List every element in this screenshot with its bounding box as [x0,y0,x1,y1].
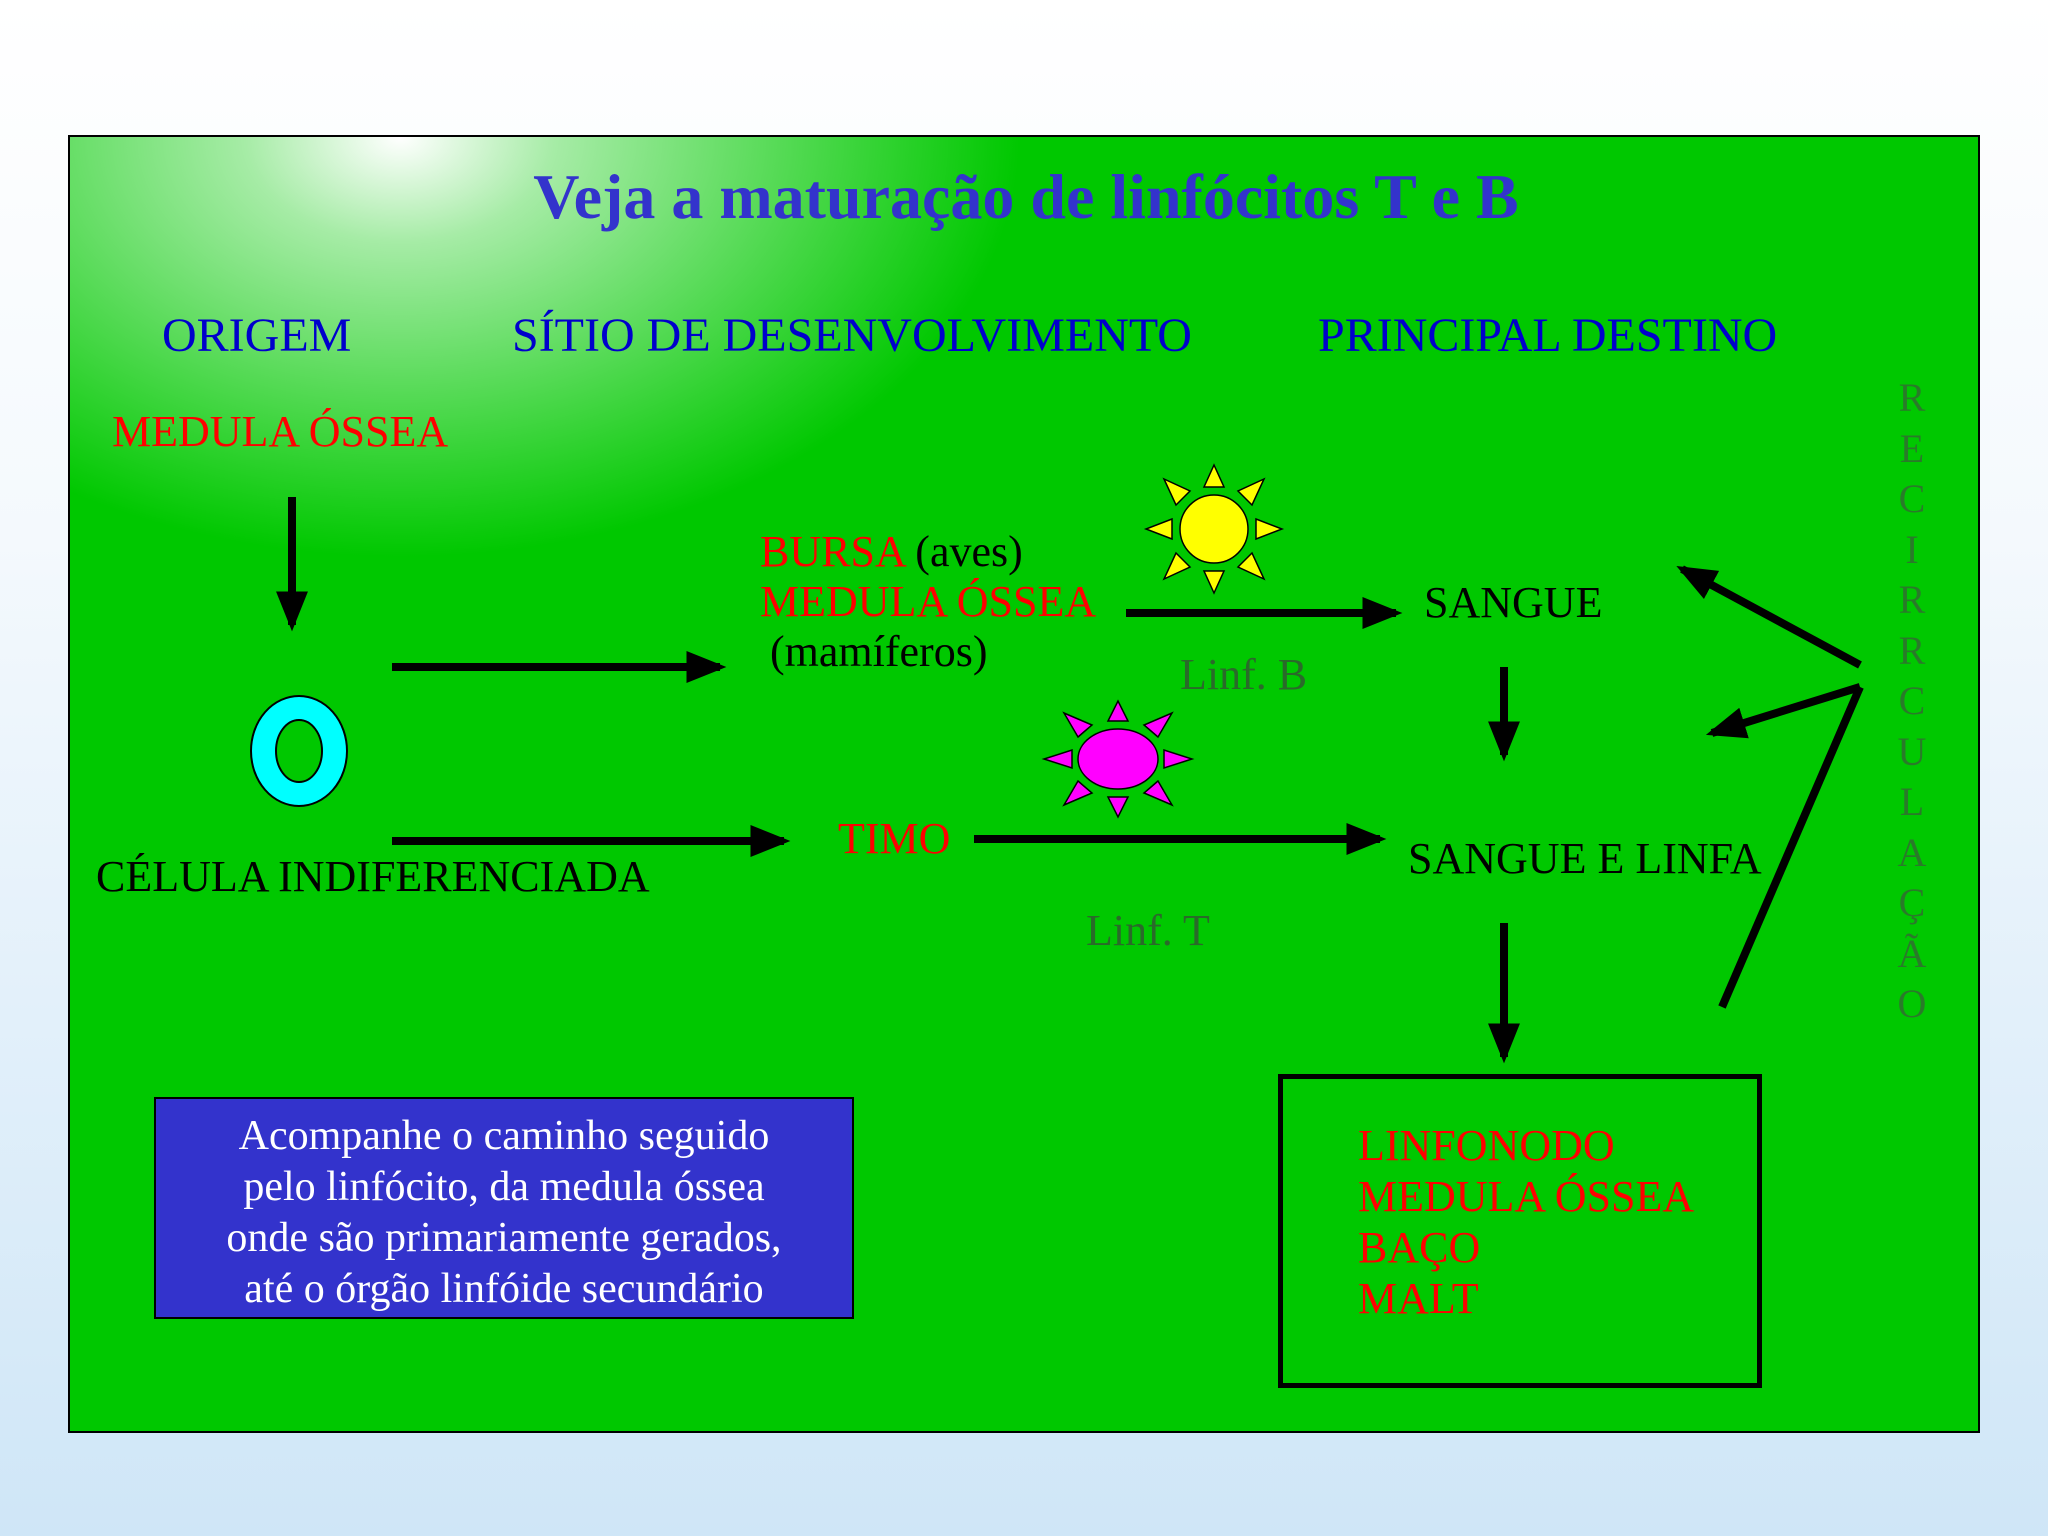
magenta-sun-icon [1041,699,1195,819]
slide: Veja a maturação de linfócitos T e B ORI… [68,135,1980,1433]
recirc-letter: I [1905,526,1919,572]
organ-item: BAÇO [1358,1223,1481,1272]
organ-item: MALT [1358,1274,1479,1323]
linf-b-label: Linf. B [1180,650,1308,699]
info-line: Acompanhe o caminho seguido [238,1113,770,1159]
bursa-name: BURSA [760,527,905,576]
recirc-letter: Ç [1898,880,1926,925]
recirc-letter: R [1898,375,1926,420]
recirc-letter: E [1899,425,1925,471]
recirc-letter: R [1898,577,1926,622]
recirc-letter: Ã [1897,930,1927,976]
bursa-note: (aves) [915,527,1023,576]
recirc-letter: R [1898,627,1926,673]
header-destination: PRINCIPAL DESTINO [1318,309,1778,362]
recirc-letter: C [1898,678,1926,723]
recirc-letter: O [1897,981,1927,1026]
recirculation-path [1718,685,1864,1009]
bursa-label: BURSA (aves) [760,530,1023,574]
timo-label: TIMO [838,814,951,863]
recirc-letter: C [1898,476,1926,521]
linf-t-label: Linf. T [1086,906,1210,955]
info-line: onde são primariamente gerados, [226,1215,782,1261]
sangue-label: SANGUE [1424,578,1603,627]
info-box: Acompanhe o caminho seguido pelo linfóci… [154,1097,854,1319]
arrow-recirc-to-sangue-linfa [1705,683,1862,739]
marrow-site-note: (mamíferos) [770,627,988,676]
diagram-graphics [250,463,1864,1064]
recirc-letter: U [1897,728,1927,774]
recirc-letter: A [1897,829,1927,875]
secondary-organs-list: LINFONODO MEDULA ÓSSEA BAÇO MALT [1358,1120,1694,1324]
organ-item: LINFONODO [1358,1121,1615,1170]
sangue-linfa-label: SANGUE E LINFA [1408,834,1762,883]
recirc-letter: L [1899,779,1925,824]
arrow-recirc-to-sangue [1676,565,1862,669]
header-site: SÍTIO DE DESENVOLVIMENTO [512,309,1192,362]
recirculation-label: R E C I R R C U L A Ç Ã O [1890,373,1934,1030]
marrow-site-label: MEDULA ÓSSEA [760,577,1097,626]
origin-source-label: MEDULA ÓSSEA [112,407,449,456]
yellow-sun-icon [1143,463,1285,595]
secondary-organs-box [1278,1074,1762,1388]
page-title: Veja a maturação de linfócitos T e B [533,161,1519,232]
header-origin: ORIGEM [162,309,352,362]
info-line: até o órgão linfóide secundário [244,1266,764,1312]
cell-label: CÉLULA INDIFERENCIADA [96,852,650,901]
organ-item: MEDULA ÓSSEA [1358,1172,1695,1221]
info-line: pelo linfócito, da medula óssea [243,1164,765,1210]
